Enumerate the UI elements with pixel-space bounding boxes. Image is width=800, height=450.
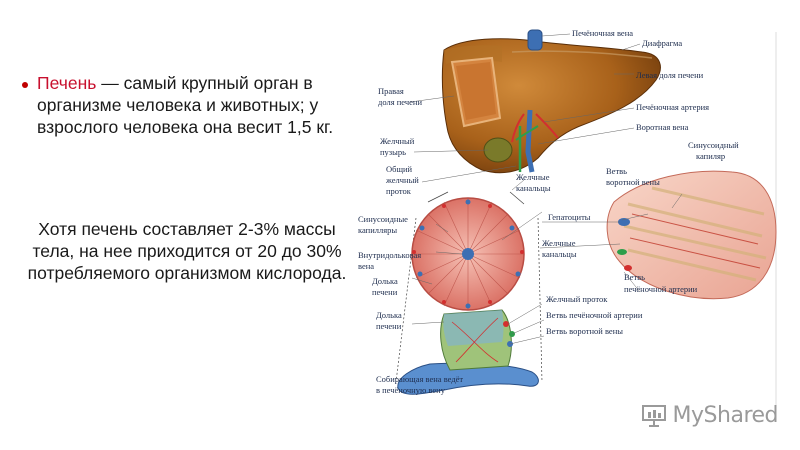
label-common-duct-2: желчный [385, 175, 419, 185]
label-portal-branch-1: Ветвь [606, 166, 627, 176]
label-bile-canaliculi-2: канальцы [516, 183, 551, 193]
label-gallbladder-1: Желчный [380, 136, 415, 146]
label-common-duct-1: Общий [386, 164, 413, 174]
bullet-item: Печень — самый крупный орган в организме… [22, 72, 352, 138]
label-hepatic-artery: Печёночная артерия [636, 102, 709, 112]
label-diaphragm: Диафрагма [642, 38, 682, 48]
label-hepatocytes: Гепатоциты [548, 212, 591, 222]
label-lobule-2: печени [372, 287, 398, 297]
label-lobule-b-1: Долька [376, 310, 402, 320]
label-right-lobe-2: доля печени [378, 97, 422, 107]
label-bile-duct: Желчный проток [546, 294, 608, 304]
presentation-icon [641, 404, 666, 427]
label-intralobular-2: вена [358, 261, 374, 271]
lobule-3d-model [397, 309, 539, 395]
label-portal-branch-small: Ветвь воротной вены [546, 326, 623, 336]
sinusoid-tissue-detail [606, 170, 777, 300]
label-bile-canaliculi-1: Желчные [516, 172, 550, 182]
text-block: Печень — самый крупный орган в организме… [22, 72, 352, 138]
bullet-rest: — самый крупный орган в организме челове… [37, 73, 334, 137]
liver-anatomy-figure: Печёночная вена Диафрагма Левая доля печ… [358, 28, 777, 406]
body-paragraph: Хотя печень составляет 2-3% массы тела, … [27, 219, 347, 283]
label-common-duct-3: проток [386, 186, 412, 196]
label-gallbladder-2: пузырь [380, 147, 406, 157]
label-sinusoid-cap-2: капиляр [696, 151, 725, 161]
label-artery-branch-2: печёночной артерии [624, 284, 698, 294]
label-lobule-b-2: печени [376, 321, 402, 331]
label-intralobular-1: Внутридольковая [358, 250, 421, 260]
label-hepatic-vein: Печёночная вена [572, 28, 633, 38]
gallbladder [483, 137, 513, 163]
highlight-word: Печень [37, 73, 97, 93]
watermark: MyShared [641, 403, 779, 428]
label-right-lobe-1: Правая [378, 86, 404, 96]
bullet-dot [22, 82, 28, 88]
label-collecting-vein-1: Собирающая вена ведёт [376, 374, 463, 384]
label-sinusoid-caps-2: капилляры [358, 225, 397, 235]
lobule-cross-section [411, 197, 525, 311]
label-left-lobe: Левая доля печени [636, 70, 704, 80]
label-artery-branch-1: Ветвь [624, 272, 645, 282]
label-bile-canals-1: Желчные [542, 238, 576, 248]
label-portal-branch-2: воротной вены [606, 177, 660, 187]
label-collecting-vein-2: в печёночную вену [376, 385, 446, 395]
label-lobule-1: Долька [372, 276, 398, 286]
label-portal-vein: Воротная вена [636, 122, 689, 132]
label-sinusoid-cap-1: Синусоидный [688, 140, 739, 150]
watermark-text: MyShared [672, 403, 779, 428]
bullet-text: Печень — самый крупный орган в организме… [37, 72, 352, 138]
label-artery-branch-small: Ветвь печёночной артерии [546, 310, 643, 320]
label-bile-canals-2: канальцы [542, 249, 577, 259]
label-sinusoid-caps-1: Синусоидные [358, 214, 408, 224]
